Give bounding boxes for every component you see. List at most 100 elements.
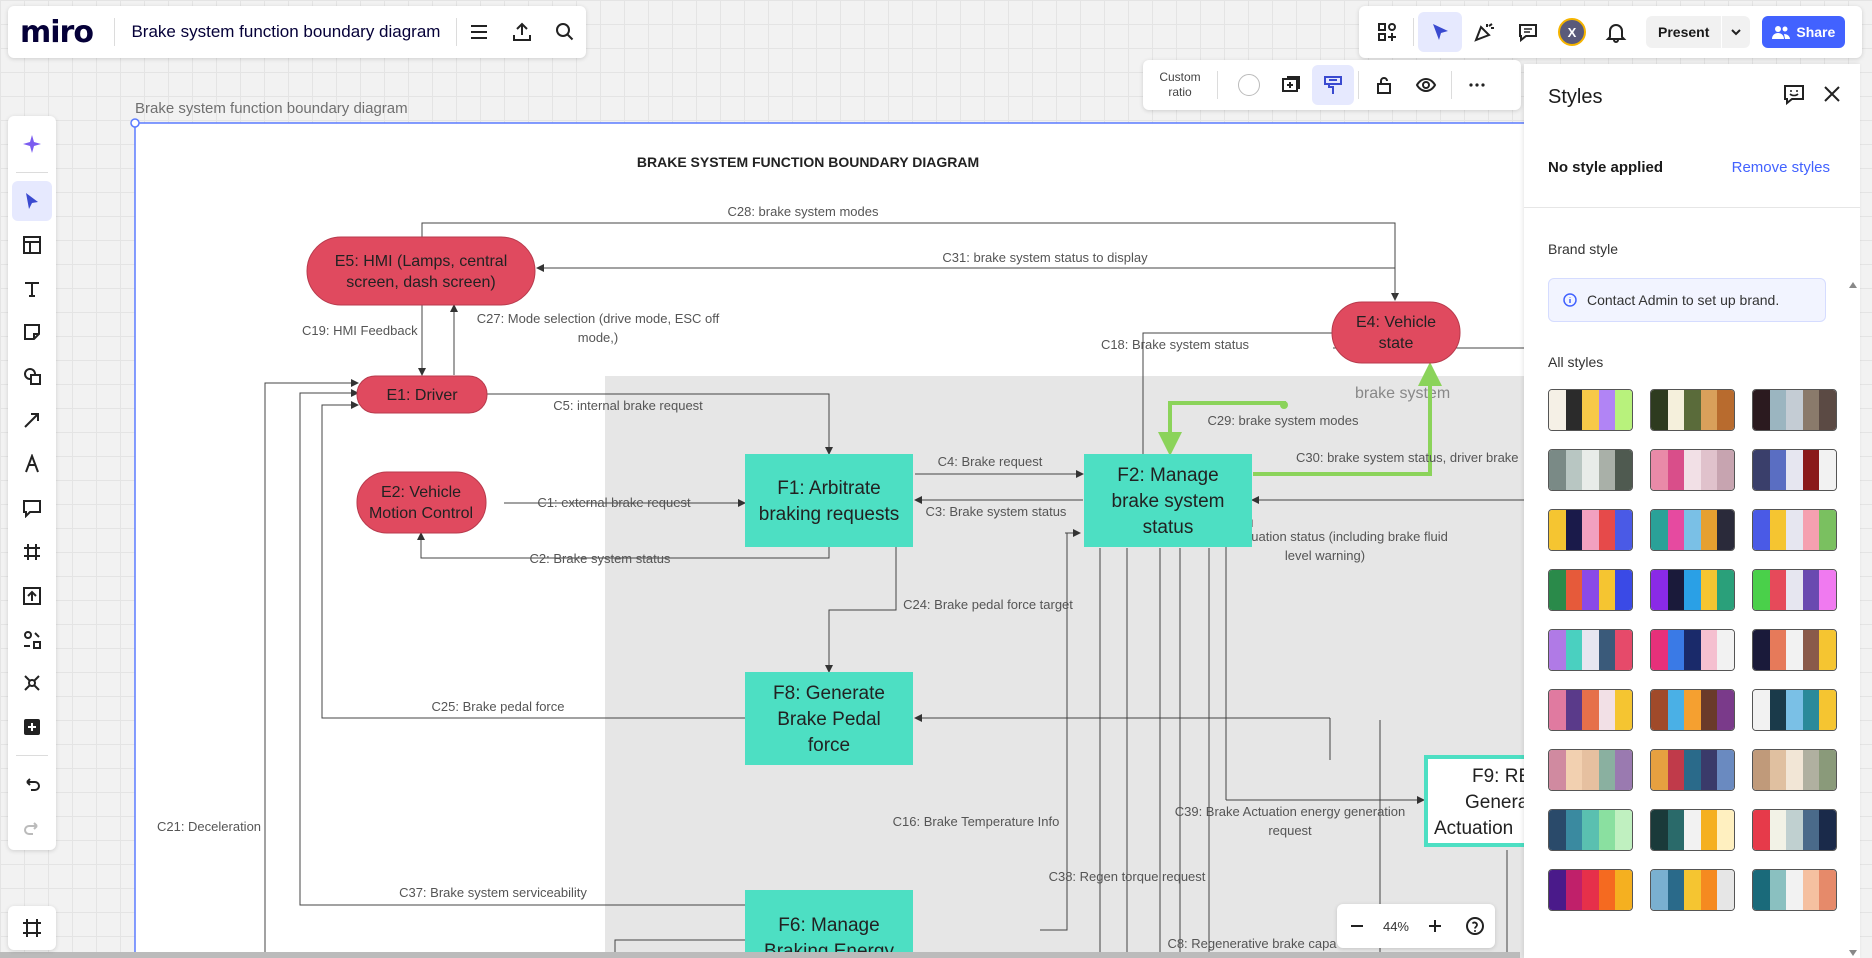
upload-tool[interactable]	[12, 576, 52, 616]
zoom-out-button[interactable]	[1343, 912, 1371, 940]
label-c16[interactable]: C16: Brake Temperature Info	[893, 814, 1060, 829]
select-tool[interactable]	[12, 180, 52, 221]
style-palette[interactable]	[1548, 749, 1633, 791]
style-palette[interactable]	[1752, 749, 1837, 791]
label-c38[interactable]: C38: Regen torque request	[1049, 869, 1206, 884]
style-palette[interactable]	[1650, 509, 1735, 551]
label-c2[interactable]: C2: Brake system status	[530, 551, 671, 566]
label-c30[interactable]: C30: brake system status, driver brake	[1296, 450, 1519, 465]
feedback-button[interactable]	[1782, 82, 1806, 111]
undo-button[interactable]	[12, 764, 52, 804]
connector-tool[interactable]	[12, 400, 52, 440]
panel-scrollbar[interactable]	[1846, 204, 1860, 958]
style-palette[interactable]	[1650, 569, 1735, 611]
more-options-button[interactable]	[1456, 65, 1498, 105]
label-c19[interactable]: C19: HMI Feedback	[302, 323, 418, 338]
style-palette[interactable]	[1752, 389, 1837, 431]
style-palette[interactable]	[1650, 689, 1735, 731]
node-f2-manage-status[interactable]	[1084, 454, 1252, 547]
style-palette[interactable]	[1752, 449, 1837, 491]
diagram-tool[interactable]	[12, 620, 52, 660]
fill-color-button[interactable]	[1228, 65, 1270, 105]
zoom-level[interactable]: 44%	[1382, 918, 1409, 934]
user-avatar-button[interactable]: X	[1550, 12, 1594, 52]
search-button[interactable]	[543, 10, 586, 54]
style-palette[interactable]	[1650, 869, 1735, 911]
redo-button[interactable]	[12, 808, 52, 848]
label-c37a-line2[interactable]: level warning)	[1285, 548, 1365, 563]
label-c37a-line1[interactable]: C37: Actuation status (including brake f…	[1202, 529, 1448, 544]
help-button[interactable]	[1461, 912, 1489, 940]
comment-tool[interactable]	[12, 488, 52, 528]
style-palette[interactable]	[1752, 509, 1837, 551]
label-c39-line1[interactable]: C39: Brake Actuation energy generation	[1175, 804, 1406, 819]
style-palette[interactable]	[1752, 809, 1837, 851]
custom-ratio-button[interactable]: Custom ratio	[1143, 70, 1217, 100]
style-palette[interactable]	[1548, 389, 1633, 431]
frame-tool[interactable]	[12, 532, 52, 572]
node-e1-driver[interactable]	[356, 375, 488, 414]
label-c3[interactable]: C3: Brake system status	[926, 504, 1067, 519]
style-palette[interactable]	[1548, 509, 1633, 551]
style-palette[interactable]	[1752, 629, 1837, 671]
close-panel-button[interactable]	[1820, 82, 1844, 111]
label-c21[interactable]: C21: Deceleration	[157, 819, 261, 834]
present-dropdown[interactable]	[1722, 16, 1751, 48]
zoom-in-button[interactable]	[1421, 912, 1449, 940]
node-f6-manage-energy[interactable]	[745, 890, 913, 958]
style-palette[interactable]	[1650, 449, 1735, 491]
style-palette[interactable]	[1548, 869, 1633, 911]
cursor-mode-button[interactable]	[1418, 12, 1462, 52]
label-c37b[interactable]: C37: Brake system serviceability	[399, 885, 587, 900]
pen-tool[interactable]	[12, 444, 52, 484]
reactions-button[interactable]	[1462, 12, 1506, 52]
label-c28[interactable]: C28: brake system modes	[727, 204, 879, 219]
frame-handle[interactable]	[130, 118, 140, 128]
style-palette[interactable]	[1752, 569, 1837, 611]
style-palette[interactable]	[1650, 809, 1735, 851]
notifications-button[interactable]	[1594, 12, 1638, 52]
label-c1[interactable]: C1: external brake request	[537, 495, 691, 510]
frames-panel-button[interactable]	[8, 906, 56, 950]
share-button[interactable]: Share	[1762, 16, 1846, 48]
node-f8-generate-pedal[interactable]	[745, 672, 913, 765]
remove-styles-link[interactable]: Remove styles	[1731, 159, 1830, 176]
comments-button[interactable]	[1506, 12, 1550, 52]
ai-button[interactable]	[12, 124, 52, 164]
label-c27-line2[interactable]: mode,)	[578, 330, 618, 345]
frame-label[interactable]: Brake system function boundary diagram	[135, 100, 408, 117]
shapes-tool[interactable]	[12, 356, 52, 396]
horizontal-scrollbar[interactable]	[0, 952, 1520, 958]
style-paint-button[interactable]	[1312, 65, 1354, 105]
style-palette[interactable]	[1548, 629, 1633, 671]
lock-button[interactable]	[1363, 65, 1405, 105]
style-palette[interactable]	[1548, 689, 1633, 731]
export-button[interactable]	[500, 10, 543, 54]
style-palette[interactable]	[1752, 689, 1837, 731]
label-c29[interactable]: C29: brake system modes	[1207, 413, 1359, 428]
node-e5-hmi[interactable]	[306, 236, 536, 306]
sticky-note-tool[interactable]	[12, 313, 52, 353]
label-c5[interactable]: C5: internal brake request	[553, 398, 703, 413]
style-palette[interactable]	[1548, 809, 1633, 851]
text-tool[interactable]	[12, 269, 52, 309]
menu-button[interactable]	[457, 10, 500, 54]
miro-logo[interactable]: miro	[20, 14, 94, 50]
label-c18[interactable]: C18: Brake system status	[1101, 337, 1250, 352]
mindmap-tool[interactable]	[12, 664, 52, 704]
style-palette[interactable]	[1650, 749, 1735, 791]
label-c8[interactable]: C8: Regenerative brake capa	[1167, 936, 1337, 951]
label-c27-line1[interactable]: C27: Mode selection (drive mode, ESC off	[477, 311, 720, 326]
label-c39-line2[interactable]: request	[1268, 823, 1312, 838]
style-palette[interactable]	[1650, 389, 1735, 431]
style-palette[interactable]	[1650, 629, 1735, 671]
present-button[interactable]: Present	[1646, 16, 1722, 48]
style-palette[interactable]	[1548, 569, 1633, 611]
node-e2-vehicle-motion[interactable]	[356, 471, 487, 534]
connector-handle[interactable]	[1280, 401, 1288, 409]
node-e4-vehicle-state[interactable]	[1331, 301, 1461, 364]
label-c31[interactable]: C31: brake system status to display	[942, 250, 1148, 265]
board-title[interactable]: Brake system function boundary diagram	[131, 22, 441, 41]
label-c4[interactable]: C4: Brake request	[938, 454, 1043, 469]
